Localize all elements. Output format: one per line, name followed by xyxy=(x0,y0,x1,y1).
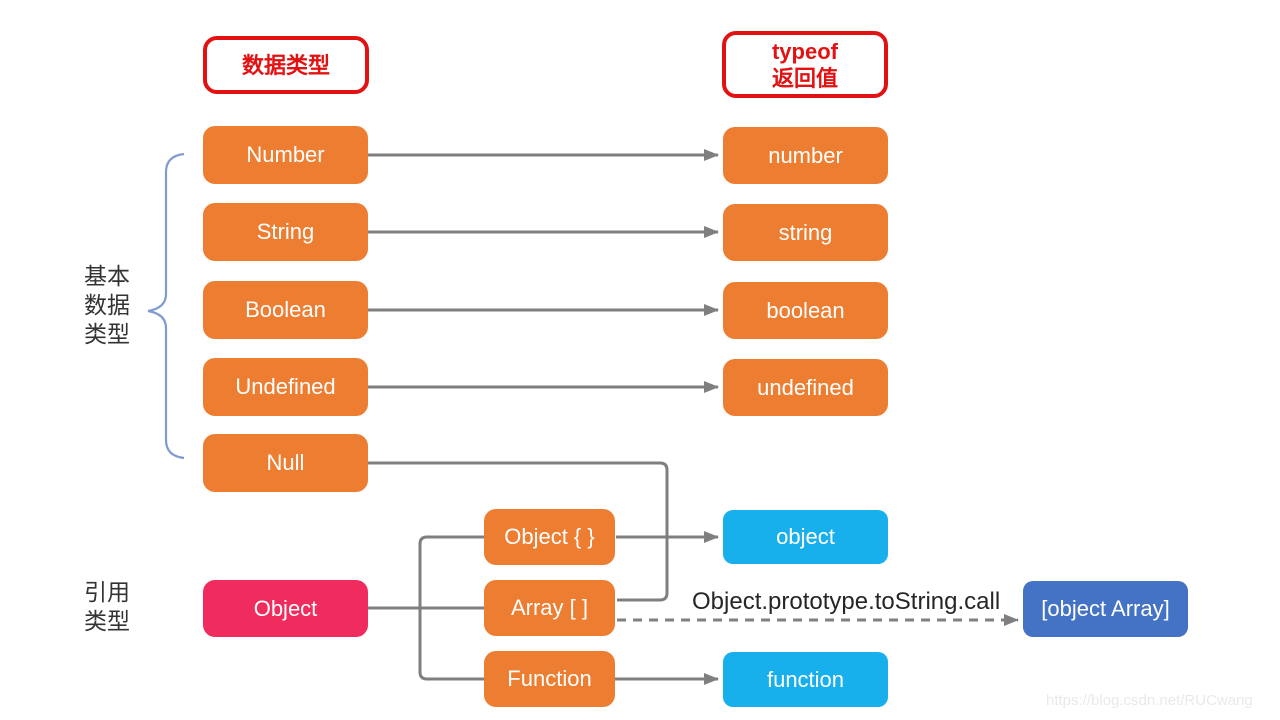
node-array-literal: Array [ ] xyxy=(484,580,615,636)
reference-types-group-label: 引用 类型 xyxy=(84,579,130,634)
connector-null-array-to-object-junction xyxy=(368,461,669,602)
connector-object-branch-literal-function xyxy=(418,535,484,681)
watermark-text: https://blog.csdn.net/RUCwang xyxy=(1046,692,1253,709)
column-header-data-type: 数据类型 xyxy=(203,36,369,94)
tostring-call-label: Object.prototype.toString.call xyxy=(692,588,1001,615)
result-string: string xyxy=(723,204,888,261)
node-object-reference: Object xyxy=(203,580,368,637)
node-number: Number xyxy=(203,126,368,184)
node-string: String xyxy=(203,203,368,261)
result-boolean: boolean xyxy=(723,282,888,339)
node-object-literal: Object { } xyxy=(484,509,615,565)
result-object-array: [object Array] xyxy=(1023,581,1188,637)
node-function: Function xyxy=(484,651,615,707)
column-header-typeof-return: typeof 返回值 xyxy=(722,31,888,98)
primitive-group-brace xyxy=(147,152,185,460)
result-undefined: undefined xyxy=(723,359,888,416)
result-object: object xyxy=(723,510,888,564)
node-boolean: Boolean xyxy=(203,281,368,339)
node-null: Null xyxy=(203,434,368,492)
node-undefined: Undefined xyxy=(203,358,368,416)
result-number: number xyxy=(723,127,888,184)
primitive-types-group-label: 基本 数据 类型 xyxy=(84,263,130,347)
result-function: function xyxy=(723,652,888,707)
